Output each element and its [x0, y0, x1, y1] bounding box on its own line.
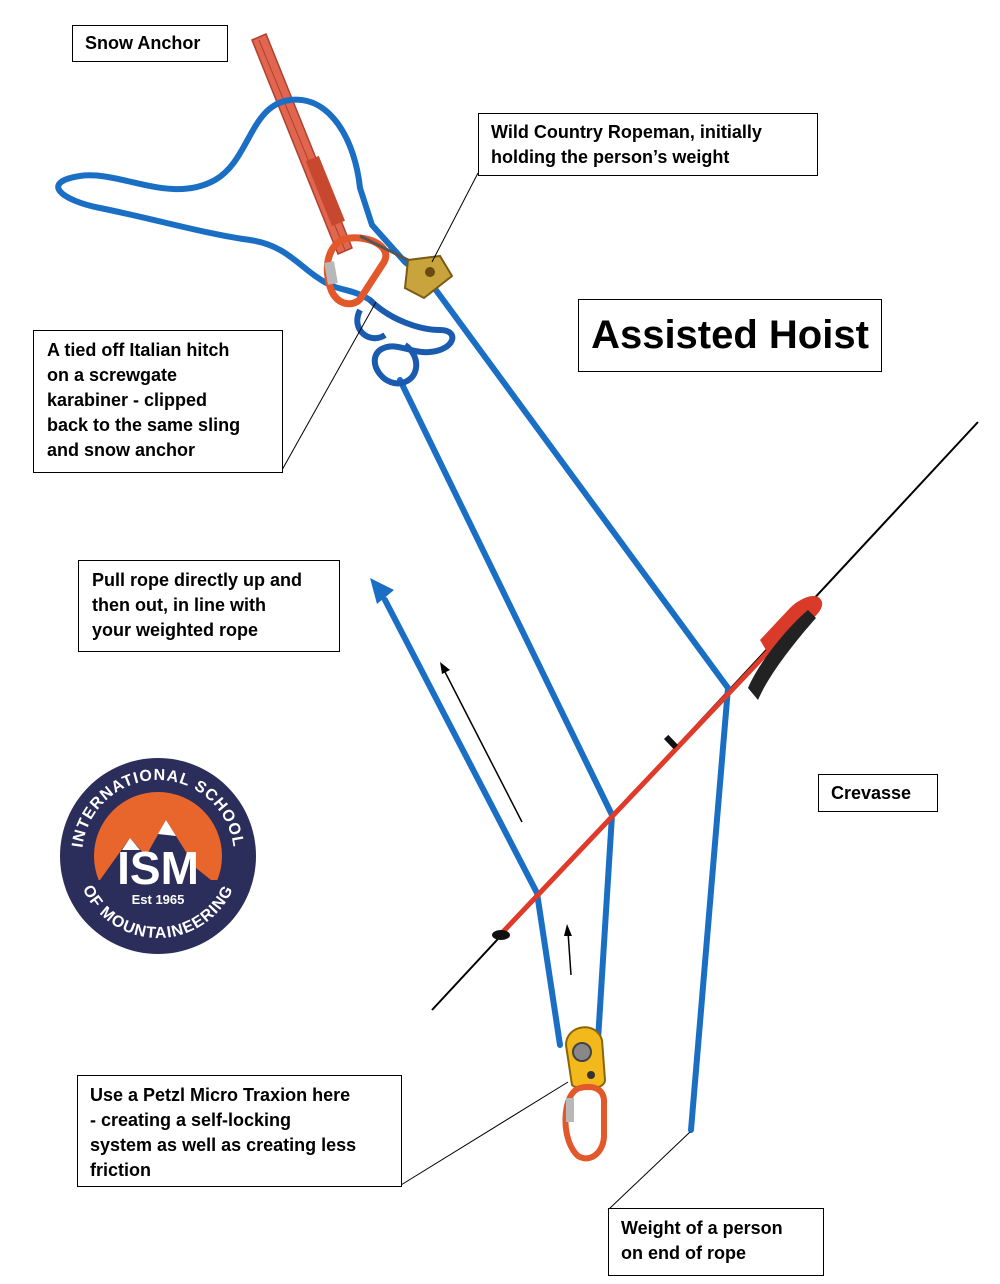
pull-rope-label-line-3: your weighted rope [92, 620, 259, 640]
leader-lines [281, 172, 691, 1211]
ropeman-label: Wild Country Ropeman, initially holding … [478, 113, 818, 176]
weight-label-line-2: on end of rope [621, 1243, 746, 1263]
direction-arrow-upper [440, 662, 523, 823]
weight-label-line-1: Weight of a person [621, 1218, 783, 1238]
ropeman-device-icon [359, 234, 454, 300]
pull-rope-label: Pull rope directly up and then out, in l… [78, 560, 340, 652]
snow-anchor-label: Snow Anchor [72, 25, 228, 62]
pull-rope-label-line-2: then out, in line with [92, 595, 266, 615]
crevasse-label-line: Crevasse [831, 783, 912, 803]
ropeman-label-line-1: Wild Country Ropeman, initially [491, 122, 762, 142]
italian-hitch-label-line-4: back to the same sling [47, 415, 241, 435]
italian-hitch-label-line-3: karabiner - clipped [47, 390, 208, 410]
italian-hitch-label-line-2: on a screwgate [47, 365, 178, 385]
micro-traxion-label-line-3: system as well as creating less [90, 1135, 357, 1155]
italian-hitch-label-line-1: A tied off Italian hitch [47, 340, 230, 360]
pull-rope-label-line-1: Pull rope directly up and [92, 570, 303, 590]
ism-logo: INTERNATIONAL SCHOOL OF MOUNTAINEERING I… [60, 758, 256, 954]
italian-hitch-label-line-5: and snow anchor [47, 440, 196, 460]
logo-established: Est 1965 [132, 892, 185, 907]
weight-label: Weight of a person on end of rope [608, 1208, 824, 1276]
micro-traxion-label: Use a Petzl Micro Traxion here - creatin… [77, 1075, 402, 1187]
diagram-title: Assisted Hoist [578, 299, 882, 372]
snow-anchor-label-line: Snow Anchor [85, 33, 201, 53]
crevasse-label: Crevasse [818, 774, 938, 812]
pull-arrow-head [370, 578, 394, 604]
italian-hitch-knot [354, 297, 456, 387]
italian-hitch-label: A tied off Italian hitch on a screwgate … [33, 330, 283, 473]
micro-traxion-label-line-4: friction [90, 1160, 151, 1180]
snow-anchor-icon [251, 33, 353, 255]
micro-traxion-label-line-1: Use a Petzl Micro Traxion here [90, 1085, 351, 1105]
ropeman-label-line-2: holding the person’s weight [491, 147, 730, 167]
logo-initials: ISM [117, 842, 199, 894]
micro-traxion-label-line-2: - creating a self-locking [90, 1110, 292, 1130]
micro-traxion-pulley-icon [562, 1026, 607, 1162]
direction-arrow-lower [564, 924, 572, 976]
ice-axe-icon [492, 595, 823, 940]
